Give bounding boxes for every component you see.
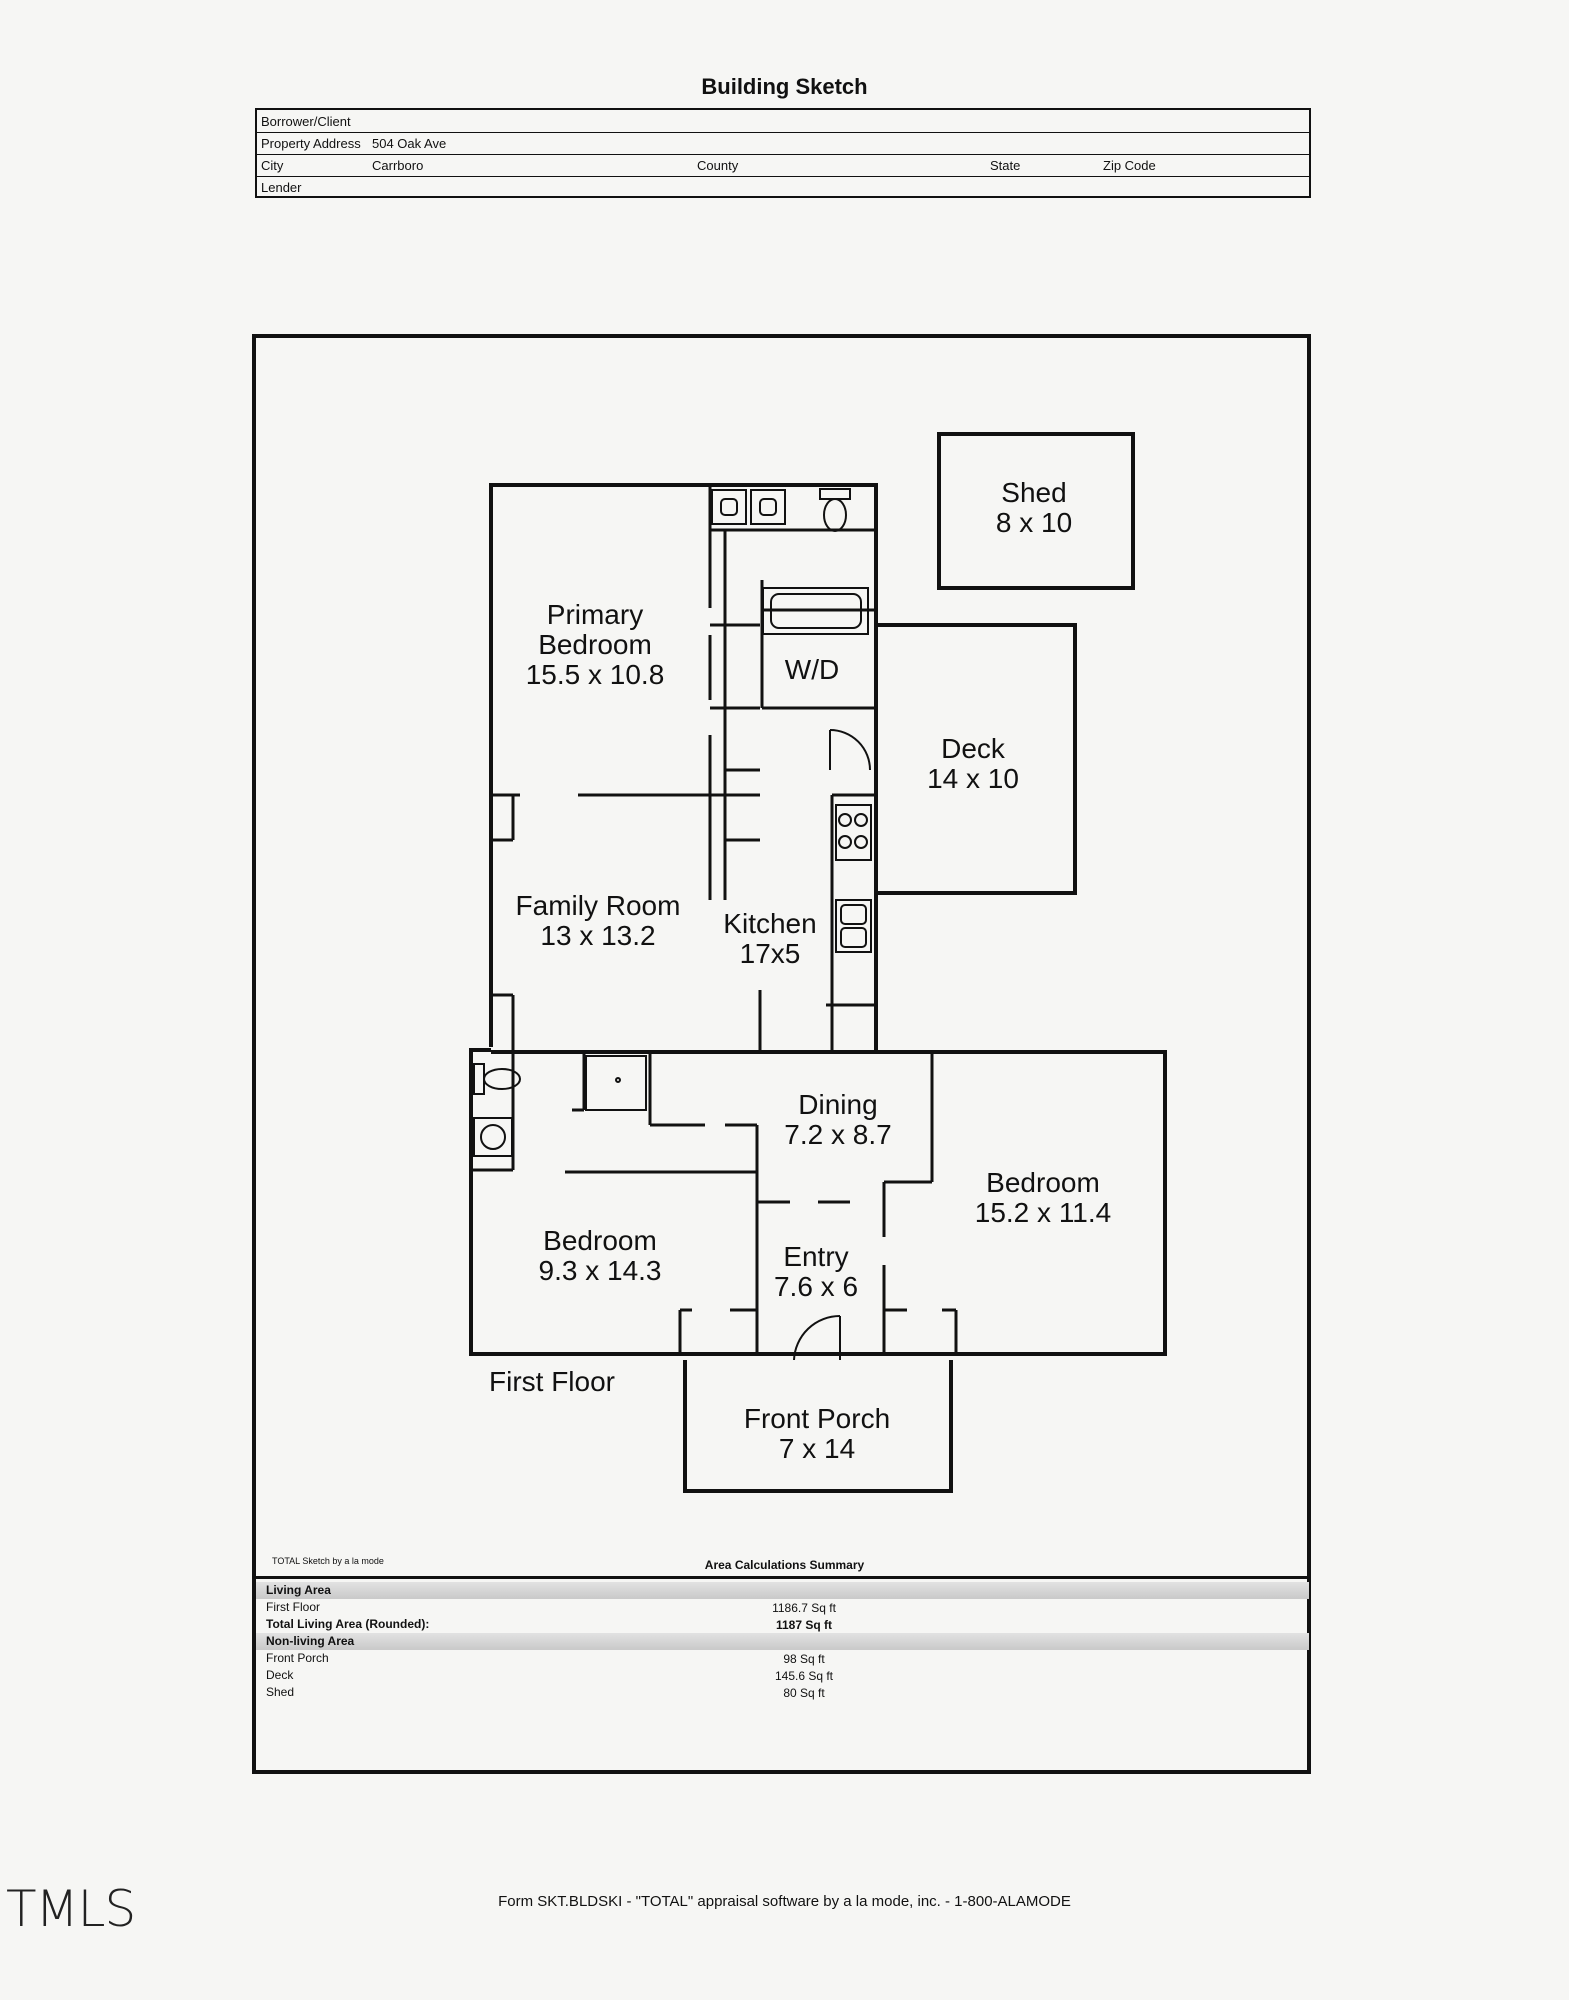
city-value: Carrboro [372, 158, 424, 173]
summary-row-shed: Shed 80 Sq ft [256, 1684, 1309, 1701]
room-name: Bedroom [986, 1167, 1100, 1198]
property-header-table: Borrower/Client Property Address 504 Oak… [255, 108, 1311, 198]
room-name: Shed [1001, 477, 1067, 508]
room-label-family-room: Family Room 13 x 13.2 [516, 891, 681, 951]
room-size: 9.3 x 14.3 [538, 1255, 662, 1286]
summary-key: Living Area [266, 1583, 331, 1597]
fixtures [473, 488, 872, 1361]
porch-outline [683, 1360, 953, 1493]
room-label-entry: Entry 7.6 x 6 [774, 1242, 858, 1302]
form-footer: Form SKT.BLDSKI - "TOTAL" appraisal soft… [498, 1893, 1071, 1910]
room-label-shed: Shed 8 x 10 [996, 478, 1072, 538]
page-title: Building Sketch [701, 74, 868, 99]
room-size: 17x5 [739, 938, 801, 969]
summary-key: Shed [266, 1685, 295, 1699]
sink-1 [711, 489, 747, 525]
city-label: City [261, 158, 284, 173]
area-summary-table: Living Area First Floor 1186.7 Sq ft Tot… [256, 1582, 1309, 1701]
room-name: W/D [784, 654, 840, 685]
address-row: Property Address 504 Oak Ave [257, 132, 1309, 155]
summary-value: 98 Sq ft [783, 1652, 825, 1666]
room-label-primary-bedroom: Primary Bedroom 15.5 x 10.8 [526, 600, 665, 690]
room-label-kitchen: Kitchen 17x5 [723, 909, 816, 969]
summary-key: First Floor [266, 1600, 320, 1614]
lender-label: Lender [261, 180, 302, 195]
entry-door-swing [793, 1314, 841, 1361]
summary-row-first-floor: First Floor 1186.7 Sq ft [256, 1599, 1309, 1616]
room-name: Front Porch [743, 1403, 891, 1434]
kitchen-sink [835, 899, 872, 953]
bathtub [762, 587, 869, 635]
interior-walls [471, 485, 958, 1354]
room-size: 8 x 10 [995, 507, 1073, 538]
room-label-bedroom-left: Bedroom 9.3 x 14.3 [539, 1226, 662, 1286]
tmls-logo: TMLS [6, 1880, 136, 1938]
room-name: Family Room [515, 890, 681, 921]
borrower-row: Borrower/Client [257, 110, 1309, 133]
room-label-wd: W/D [785, 655, 839, 685]
summary-key: Total Living Area (Rounded): [266, 1617, 430, 1631]
city-row: City Carrboro County State Zip Code [257, 154, 1309, 177]
stove [835, 804, 872, 861]
room-name: Dining [798, 1089, 878, 1120]
sketch-software-note: TOTAL Sketch by a la mode [272, 1556, 384, 1566]
lender-row: Lender [257, 176, 1309, 198]
closet [585, 1055, 647, 1111]
county-label: County [697, 158, 739, 173]
sink-2 [750, 489, 786, 525]
summary-key: Deck [266, 1668, 294, 1682]
room-label-deck: Deck 14 x 10 [927, 734, 1019, 794]
summary-value: 80 Sq ft [783, 1686, 825, 1700]
room-name: Entry [783, 1241, 849, 1272]
room-label-front-porch: Front Porch 7 x 14 [744, 1404, 890, 1464]
toilet-tank [819, 488, 851, 500]
room-size: 7 x 14 [778, 1433, 856, 1464]
room-name: Primary [546, 599, 644, 630]
deck-outline [876, 623, 1077, 895]
toilet-bowl [823, 498, 847, 532]
bath-sink-2 [473, 1117, 513, 1157]
room-size: 15.5 x 10.8 [525, 659, 665, 690]
room-label-dining: Dining 7.2 x 8.7 [784, 1090, 891, 1150]
area-summary-title: Area Calculations Summary [704, 1558, 865, 1572]
room-size: 7.2 x 8.7 [784, 1119, 892, 1150]
room-size: 13 x 13.2 [540, 920, 656, 951]
summary-row-non-living: Non-living Area [256, 1633, 1309, 1650]
room-size: 15.2 x 11.4 [974, 1197, 1112, 1228]
summary-value: 1186.7 Sq ft [772, 1601, 836, 1615]
summary-value: 1187 Sq ft [775, 1618, 833, 1632]
summary-divider [256, 1576, 1309, 1579]
toilet-2-tank [473, 1063, 485, 1095]
address-label: Property Address [261, 136, 361, 151]
deck-door-swing [829, 729, 871, 771]
room-name: Deck [941, 733, 1005, 764]
room-label-bedroom-right: Bedroom 15.2 x 11.4 [975, 1168, 1111, 1228]
summary-value: 145.6 Sq ft [774, 1669, 834, 1683]
address-value: 504 Oak Ave [372, 136, 447, 151]
summary-row-total-living: Total Living Area (Rounded): 1187 Sq ft [256, 1616, 1309, 1633]
summary-key: Front Porch [266, 1651, 329, 1665]
upper-block-outline [489, 483, 878, 1052]
room-size: 7.6 x 6 [773, 1271, 859, 1302]
room-name: Kitchen [723, 908, 817, 939]
summary-row-front-porch: Front Porch 98 Sq ft [256, 1650, 1309, 1667]
summary-row-living-area: Living Area [256, 1582, 1309, 1599]
summary-row-deck: Deck 145.6 Sq ft [256, 1667, 1309, 1684]
summary-key: Non-living Area [266, 1634, 355, 1648]
lower-block-outline [469, 1048, 1167, 1356]
room-size: 14 x 10 [927, 763, 1019, 794]
floor-label: First Floor [489, 1366, 615, 1397]
shed-outline [937, 432, 1135, 590]
state-label: State [990, 158, 1021, 173]
sketch-frame [252, 334, 1311, 1774]
zip-label: Zip Code [1103, 158, 1156, 173]
room-name: Bedroom [543, 1225, 657, 1256]
borrower-label: Borrower/Client [261, 114, 351, 129]
room-name-2: Bedroom [538, 629, 652, 660]
